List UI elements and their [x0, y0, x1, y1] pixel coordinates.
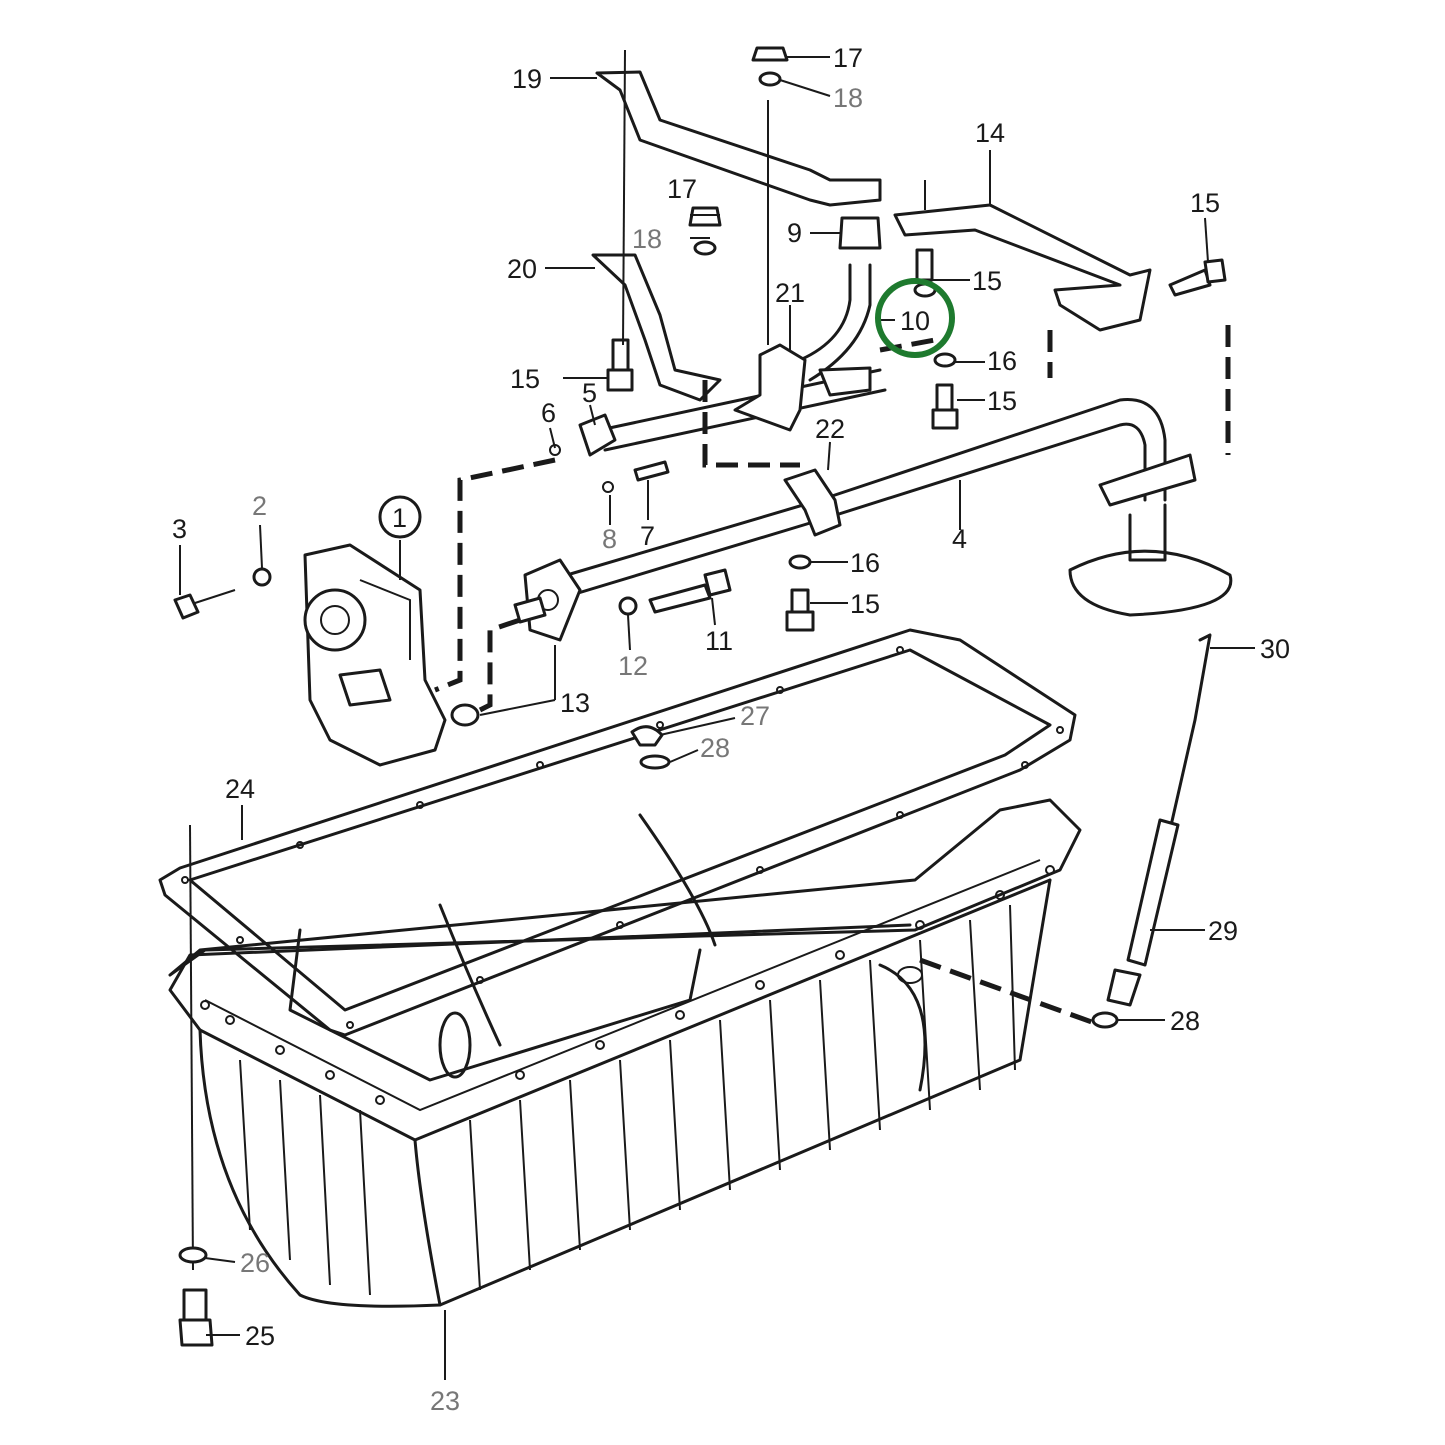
callout-19[interactable]: 19 — [512, 64, 542, 94]
callout-24[interactable]: 24 — [225, 774, 255, 804]
callout-16-b[interactable]: 16 — [850, 548, 880, 578]
callout-12[interactable]: 12 — [618, 651, 648, 681]
callout-14[interactable]: 14 — [975, 118, 1005, 148]
callout-20[interactable]: 20 — [507, 254, 537, 284]
pickup-pipe-drawing — [513, 216, 1233, 642]
callout-1[interactable]: 1 — [392, 503, 407, 533]
callout-15-c[interactable]: 15 — [987, 386, 1017, 416]
callout-28-b[interactable]: 28 — [1170, 1006, 1200, 1036]
callout-25[interactable]: 25 — [245, 1321, 275, 1351]
callout-3[interactable]: 3 — [172, 514, 187, 544]
callout-4[interactable]: 4 — [952, 524, 967, 554]
callout-2[interactable]: 2 — [252, 491, 267, 521]
callout-18-a[interactable]: 18 — [833, 83, 863, 113]
brackets-drawing — [591, 46, 1227, 632]
callout-22[interactable]: 22 — [815, 414, 845, 444]
callout-28-a[interactable]: 28 — [700, 733, 730, 763]
leader-lines — [179, 56, 1255, 1380]
callout-16-a[interactable]: 16 — [987, 346, 1017, 376]
highlight-ring-10 — [875, 278, 955, 358]
callout-circle-1 — [378, 495, 422, 539]
callouts: 1 2 3 4 5 6 7 8 9 10 11 12 13 14 15 15 1… — [172, 43, 1290, 1416]
drain-plug-drawing — [178, 824, 214, 1347]
oil-pan-drawing — [168, 798, 1082, 1308]
callout-30[interactable]: 30 — [1260, 634, 1290, 664]
callout-6[interactable]: 6 — [541, 398, 556, 428]
callout-26[interactable]: 26 — [240, 1248, 270, 1278]
callout-15-e[interactable]: 15 — [850, 589, 880, 619]
callout-13[interactable]: 13 — [560, 688, 590, 718]
callout-15-d[interactable]: 15 — [510, 364, 540, 394]
callout-9[interactable]: 9 — [787, 218, 802, 248]
callout-10[interactable]: 10 — [900, 306, 930, 336]
dipstick-drawing — [630, 633, 1212, 1029]
callout-15-b[interactable]: 15 — [972, 266, 1002, 296]
callout-21[interactable]: 21 — [775, 278, 805, 308]
callout-29[interactable]: 29 — [1208, 916, 1238, 946]
callout-27[interactable]: 27 — [740, 701, 770, 731]
callout-15-a[interactable]: 15 — [1190, 188, 1220, 218]
callout-18-b[interactable]: 18 — [632, 224, 662, 254]
callout-11[interactable]: 11 — [705, 626, 733, 656]
callout-17-a[interactable]: 17 — [833, 43, 863, 73]
oil-pump-drawing — [173, 543, 480, 767]
callout-7[interactable]: 7 — [640, 521, 655, 551]
callout-8[interactable]: 8 — [602, 524, 617, 554]
pan-gasket-drawing — [158, 628, 1077, 1037]
callout-5[interactable]: 5 — [582, 378, 597, 408]
callout-23[interactable]: 23 — [430, 1386, 460, 1416]
callout-17-b[interactable]: 17 — [667, 174, 697, 204]
